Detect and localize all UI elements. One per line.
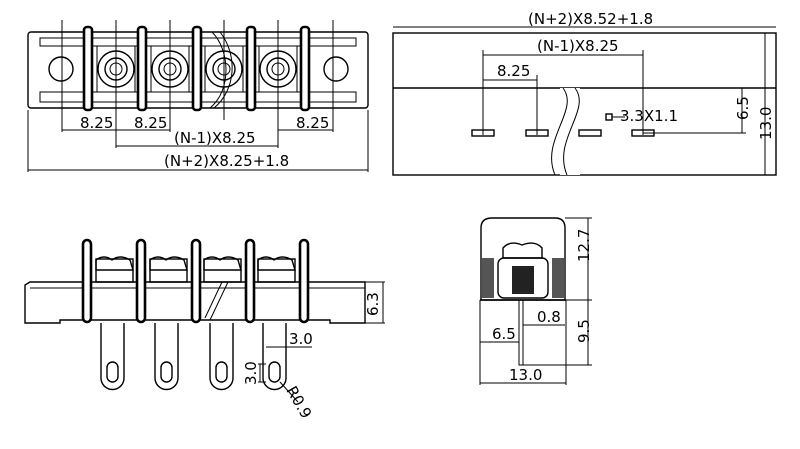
dim-overall: (N+2)X8.25+1.8	[164, 152, 289, 170]
front-view: 6.3 3.0 3.0 R0.9	[24, 238, 385, 422]
break-line	[204, 281, 229, 321]
dim-base-height: 6.3	[364, 292, 382, 316]
dim-height-above: 12.7	[575, 229, 593, 262]
clamp	[497, 257, 549, 299]
dim-pitch-2: 8.25	[134, 114, 167, 132]
pcb-outline	[392, 32, 777, 176]
dimension-lines	[479, 217, 592, 385]
screw-heads	[95, 256, 296, 283]
mounting-hole	[48, 56, 74, 82]
dim-pin-width: 3.0	[289, 330, 313, 348]
dim-pin-offset: 6.5	[492, 325, 516, 343]
pin-slots	[471, 129, 655, 137]
mounting-hole	[323, 56, 349, 82]
side-view: 12.7 9.5 6.5 0.8 13.0	[479, 217, 593, 385]
base-outline	[24, 281, 366, 324]
dim-pitch: 8.25	[497, 62, 530, 80]
dimension-lines	[258, 281, 385, 403]
dim-depth: 13.0	[757, 107, 775, 140]
dimension-lines	[27, 20, 369, 172]
dim-row-offset: 6.5	[734, 96, 752, 120]
dim-overall: (N+2)X8.52+1.8	[528, 10, 653, 28]
barriers	[81, 238, 310, 324]
barriers	[82, 25, 311, 112]
break-line	[209, 31, 233, 109]
top-view: 8.25 8.25 8.25 (N-1)X8.25 (N+2)X8.25+1.8	[27, 20, 369, 172]
pins	[100, 323, 287, 391]
pin	[518, 299, 524, 366]
side-outline	[480, 217, 566, 301]
dim-span: (N-1)X8.25	[174, 129, 256, 147]
dim-pitch-3: 8.25	[296, 114, 329, 132]
screw-head	[502, 242, 543, 259]
dim-pin-length: 9.5	[575, 319, 593, 343]
dim-slot-length: 3.0	[242, 361, 260, 385]
dim-span: (N-1)X8.25	[537, 37, 619, 55]
dim-pitch-1: 8.25	[80, 114, 113, 132]
pcb-view: (N+2)X8.52+1.8 (N-1)X8.25 8.25 3.3X1.1 6…	[392, 10, 777, 176]
dim-radius: R0.9	[283, 383, 316, 422]
dim-width: 13.0	[509, 366, 542, 384]
dim-pin-thickness: 0.8	[537, 308, 561, 326]
dim-slot: 3.3X1.1	[620, 107, 678, 125]
slot-marker	[605, 113, 613, 121]
dimension-lines	[393, 26, 776, 175]
break-line	[551, 87, 580, 176]
